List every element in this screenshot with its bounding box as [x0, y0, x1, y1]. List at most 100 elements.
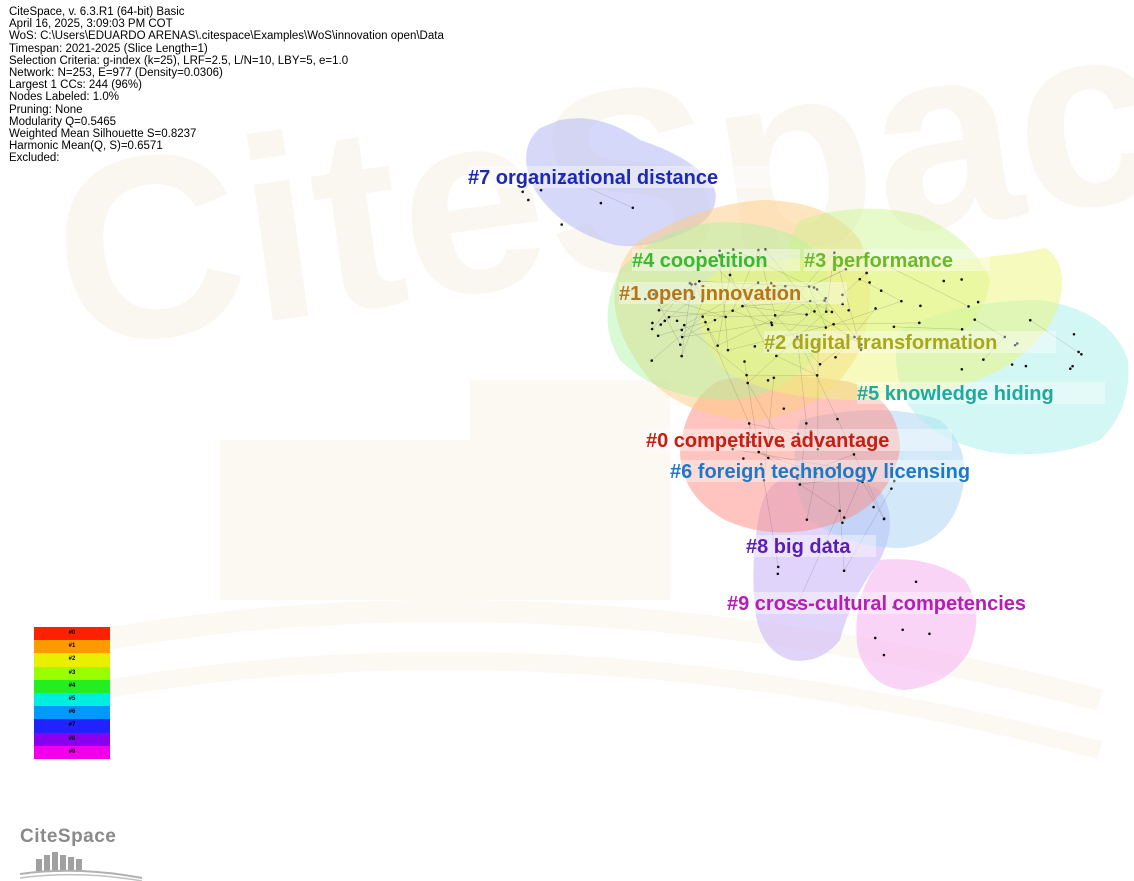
network-edge: [682, 322, 772, 338]
network-node: [521, 190, 524, 194]
network-node: [704, 320, 707, 324]
network-edge: [749, 423, 799, 435]
network-edge: [660, 297, 695, 325]
network-node: [928, 632, 931, 636]
network-node: [842, 569, 846, 572]
network-node: [731, 309, 734, 312]
network-summary-info: CiteSpace, v. 6.3.R1 (64-bit) Basic Apri…: [9, 6, 444, 165]
network-edge: [758, 249, 776, 316]
network-edge: [758, 451, 799, 476]
network-edge: [763, 377, 774, 481]
info-line-modularity: Modularity Q=0.5465: [9, 115, 117, 128]
network-node: [769, 281, 773, 285]
network-node: [982, 358, 985, 361]
network-node: [759, 462, 763, 466]
network-node: [728, 273, 732, 277]
svg-text:#1 open innovation: #1 open innovation: [619, 283, 801, 305]
network-edge: [776, 355, 818, 376]
network-edge: [707, 329, 750, 424]
network-node: [796, 474, 800, 477]
network-node: [724, 315, 728, 319]
cluster-label-2[interactable]: #2 digital transformation: [764, 331, 1056, 354]
network-edge: [799, 423, 807, 485]
svg-text:#6 foreign technology licensin: #6 foreign technology licensing: [670, 461, 970, 483]
network-node: [824, 296, 828, 300]
network-node: [560, 174, 564, 178]
network-node: [776, 572, 780, 576]
network-node: [650, 359, 654, 362]
network-node: [861, 474, 864, 477]
network-node: [753, 345, 757, 348]
info-line-date: April 16, 2025, 3:09:03 PM COT: [9, 18, 173, 31]
network-node: [834, 355, 837, 359]
network-edge: [742, 285, 786, 307]
network-edge: [893, 326, 963, 330]
network-node: [1068, 367, 1072, 371]
network-node: [815, 374, 819, 377]
watermark-book-curve-2: [98, 651, 1103, 759]
legend-swatch-7: #7: [34, 719, 110, 733]
network-node: [901, 628, 904, 632]
network-node: [918, 256, 922, 260]
network-edge: [797, 336, 807, 424]
network-node: [766, 379, 770, 382]
cluster-label-7[interactable]: #7 organizational distance: [468, 166, 780, 189]
network-node: [766, 349, 770, 352]
network-edge: [826, 252, 835, 312]
cluster-label-8[interactable]: #8 big data: [746, 535, 876, 558]
network-node: [746, 381, 749, 385]
network-node: [682, 323, 686, 327]
network-edge: [699, 281, 810, 287]
info-line-largest-cc: Largest 1 CCs: 244 (96%): [9, 79, 142, 92]
network-node: [859, 348, 863, 352]
network-node: [853, 335, 856, 339]
network-edge: [799, 484, 840, 511]
network-edge: [842, 272, 867, 295]
network-node: [824, 326, 828, 329]
network-node: [1010, 363, 1014, 366]
network-edge: [658, 283, 696, 311]
logo-text: CiteSpace: [20, 826, 117, 847]
network-node: [694, 282, 697, 286]
network-edge: [651, 283, 691, 330]
cluster-label-0[interactable]: #0 competitive advantage: [646, 429, 952, 452]
network-edge: [748, 423, 759, 453]
network-node: [1071, 364, 1074, 368]
cluster-label-6[interactable]: #6 foreign technology licensing: [670, 460, 1046, 483]
network-edge: [833, 322, 920, 325]
network-edge: [797, 454, 855, 476]
network-node: [892, 479, 896, 483]
cluster-label-4[interactable]: #4 coopetition: [632, 249, 800, 272]
cluster-label-3[interactable]: #3 performance: [804, 249, 990, 272]
cluster-label-9[interactable]: #9 cross-cultural competencies: [727, 592, 1103, 615]
network-node: [535, 175, 539, 178]
cluster-label-5[interactable]: #5 knowledge hiding: [857, 382, 1105, 405]
network-node: [824, 310, 828, 313]
network-node: [762, 478, 766, 482]
network-edge: [837, 467, 845, 571]
network-node: [832, 322, 835, 326]
network-node: [692, 296, 696, 299]
svg-text:#8 big data: #8 big data: [746, 536, 851, 558]
svg-text:#7 organizational distance: #7 organizational distance: [468, 167, 718, 189]
network-node: [812, 286, 816, 289]
network-node: [976, 300, 980, 304]
network-node: [967, 305, 970, 308]
network-edge: [837, 418, 885, 519]
network-node: [657, 308, 661, 312]
network-node: [1015, 342, 1019, 345]
network-node: [841, 293, 844, 297]
cluster-label-1[interactable]: #1 open innovation: [619, 282, 847, 305]
network-edge: [819, 336, 855, 365]
network-edge: [767, 300, 825, 351]
network-edge: [747, 382, 784, 447]
network-node: [1080, 352, 1083, 356]
network-edge: [808, 269, 846, 287]
network-edge: [758, 451, 817, 474]
network-node: [742, 457, 745, 460]
network-node: [816, 447, 820, 451]
network-node: [743, 360, 746, 363]
cluster-hull-7: [526, 118, 716, 246]
network-edge: [797, 336, 838, 420]
network-node: [680, 335, 684, 339]
